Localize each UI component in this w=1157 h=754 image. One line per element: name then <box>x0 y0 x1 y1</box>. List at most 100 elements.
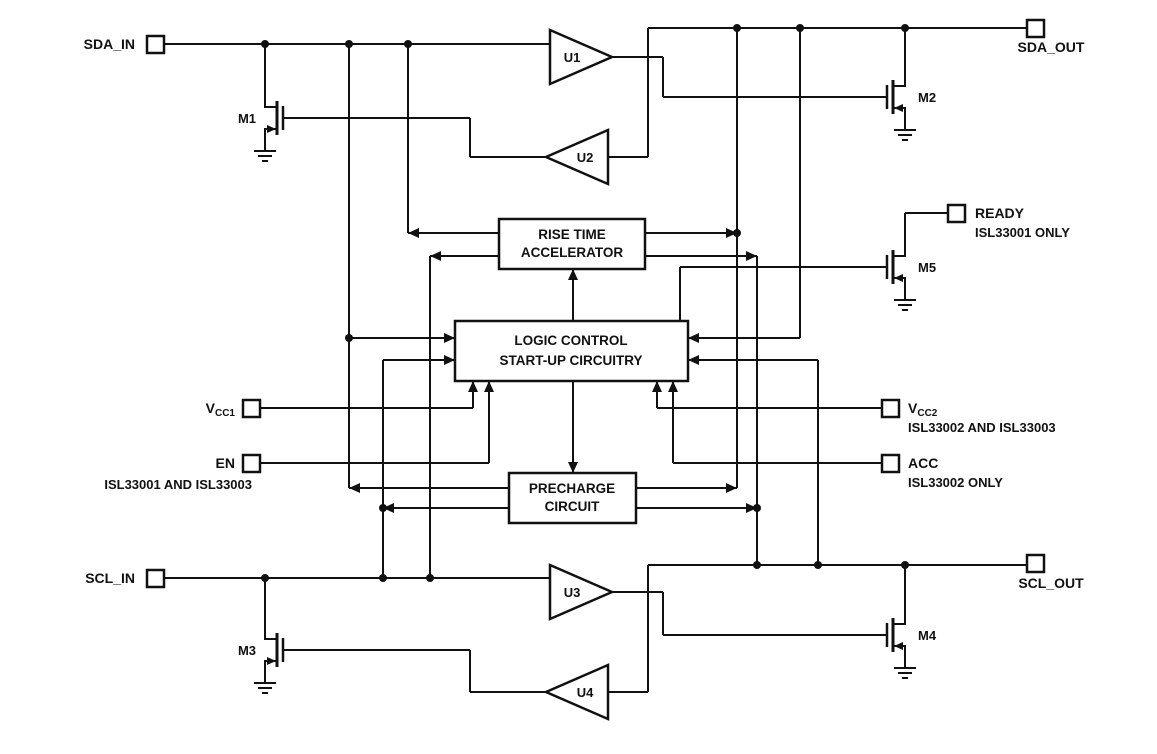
junction-dot <box>345 334 353 342</box>
pin-square-sda-in <box>145 34 166 55</box>
arrowhead <box>542 663 610 721</box>
buffer-u2: U2 <box>542 128 610 186</box>
arrowhead <box>383 503 394 513</box>
junction-dot <box>796 24 804 32</box>
shape: V <box>206 400 216 416</box>
arrowhead <box>430 251 441 261</box>
pin-vcc1: VCC1 <box>206 398 262 419</box>
pin-scl-in: SCL_IN <box>85 568 166 589</box>
arrowhead <box>349 483 360 493</box>
buffer-u2-label: U2 <box>577 150 594 165</box>
mosfet-m3-label: M3 <box>238 643 256 658</box>
junction-dot <box>733 24 741 32</box>
mosfet-m3: M3 <box>238 622 285 694</box>
pin-note-acc: ISL33002 ONLY <box>908 475 1003 490</box>
junction-dots <box>261 24 909 582</box>
arrowhead <box>568 462 578 473</box>
mosfet-m5: M5 <box>885 239 936 311</box>
shape: CC1 <box>215 408 235 419</box>
pin-sda-out: SDA_OUT <box>1018 18 1085 55</box>
arrowhead <box>548 28 616 86</box>
shape: V <box>908 400 918 416</box>
pin-sda-in: SDA_IN <box>84 34 166 55</box>
mosfet-m2: M2 <box>885 69 936 141</box>
pin-square-vcc1 <box>241 398 262 419</box>
pin-en: EN ISL33001 AND ISL33003 <box>104 453 262 492</box>
buffer-u4-label: U4 <box>577 685 594 700</box>
pin-label-scl-out: SCL_OUT <box>1018 575 1084 591</box>
junction-dot <box>379 574 387 582</box>
mosfet-m4-label: M4 <box>918 628 937 643</box>
pin-square-en <box>241 453 262 474</box>
pin-label-ready: READY <box>975 205 1025 221</box>
arrowhead <box>688 333 699 343</box>
pin-note-ready: ISL33001 ONLY <box>975 225 1070 240</box>
junction-dot <box>261 40 269 48</box>
mosfet-m1-label: M1 <box>238 111 256 126</box>
pin-label-vcc2: VCC2 <box>908 400 938 419</box>
arrowhead <box>568 269 578 280</box>
junction-dot <box>901 561 909 569</box>
pin-vcc2: VCC2 ISL33002 AND ISL33003 <box>880 398 1056 435</box>
pin-label-acc: ACC <box>908 455 938 471</box>
logic-control-block: LOGIC CONTROL START-UP CIRCUITRY <box>453 319 690 383</box>
pin-label-en: EN <box>216 455 235 471</box>
precharge-label-line1: PRECHARGE <box>529 481 615 496</box>
pin-note-vcc2: ISL33002 AND ISL33003 <box>908 420 1056 435</box>
buffer-u1: U1 <box>548 28 616 86</box>
signal-arrows <box>349 228 757 513</box>
shape <box>507 471 638 525</box>
junction-dot <box>261 574 269 582</box>
junction-dot <box>901 24 909 32</box>
arrowhead <box>444 355 455 365</box>
shape <box>453 319 690 383</box>
junction-dot <box>404 40 412 48</box>
arrowhead <box>542 128 610 186</box>
pin-square-sda-out <box>1025 18 1046 39</box>
buffer-u3: U3 <box>548 563 616 621</box>
mosfet-m2-label: M2 <box>918 90 936 105</box>
arrowhead <box>746 503 757 513</box>
mosfet-m1: M1 <box>238 90 285 162</box>
junction-dot <box>753 561 761 569</box>
pin-label-sda-out: SDA_OUT <box>1018 39 1085 55</box>
junction-dot <box>426 574 434 582</box>
pin-label-vcc1: VCC1 <box>206 400 236 419</box>
arrowhead <box>746 251 757 261</box>
pin-label-scl-in: SCL_IN <box>85 570 135 586</box>
arrowhead <box>726 483 737 493</box>
shape: CC2 <box>917 408 937 419</box>
mosfet-m4: M4 <box>885 607 937 679</box>
pin-square-vcc2 <box>880 398 901 419</box>
buffer-u3-label: U3 <box>564 585 581 600</box>
pin-square-ready <box>946 203 967 224</box>
pin-square-scl-in <box>145 568 166 589</box>
arrowhead <box>444 333 455 343</box>
rise-time-label-line1: RISE TIME <box>538 227 606 242</box>
junction-dot <box>814 561 822 569</box>
rise-time-accelerator-block: RISE TIME ACCELERATOR <box>497 217 647 271</box>
pin-scl-out: SCL_OUT <box>1018 553 1084 591</box>
pin-note-en: ISL33001 AND ISL33003 <box>104 477 252 492</box>
arrowhead <box>468 381 478 392</box>
pin-square-acc <box>880 453 901 474</box>
arrowhead <box>652 381 662 392</box>
logic-label-line2: START-UP CIRCUITRY <box>499 353 642 368</box>
pin-label-sda-in: SDA_IN <box>84 36 135 52</box>
precharge-label-line2: CIRCUIT <box>545 499 600 514</box>
pin-ready: READY ISL33001 ONLY <box>946 203 1070 240</box>
arrowhead <box>726 228 737 238</box>
buffer-u4: U4 <box>542 663 610 721</box>
arrowhead <box>548 563 616 621</box>
arrowhead <box>668 381 678 392</box>
mosfet-m5-label: M5 <box>918 260 936 275</box>
arrowhead <box>688 355 699 365</box>
wires <box>164 27 1027 693</box>
junction-dot <box>345 40 353 48</box>
arrowhead <box>484 381 494 392</box>
pin-square-scl-out <box>1025 553 1046 574</box>
shape <box>497 217 647 271</box>
logic-label-line1: LOGIC CONTROL <box>514 333 627 348</box>
buffer-u1-label: U1 <box>564 50 581 65</box>
